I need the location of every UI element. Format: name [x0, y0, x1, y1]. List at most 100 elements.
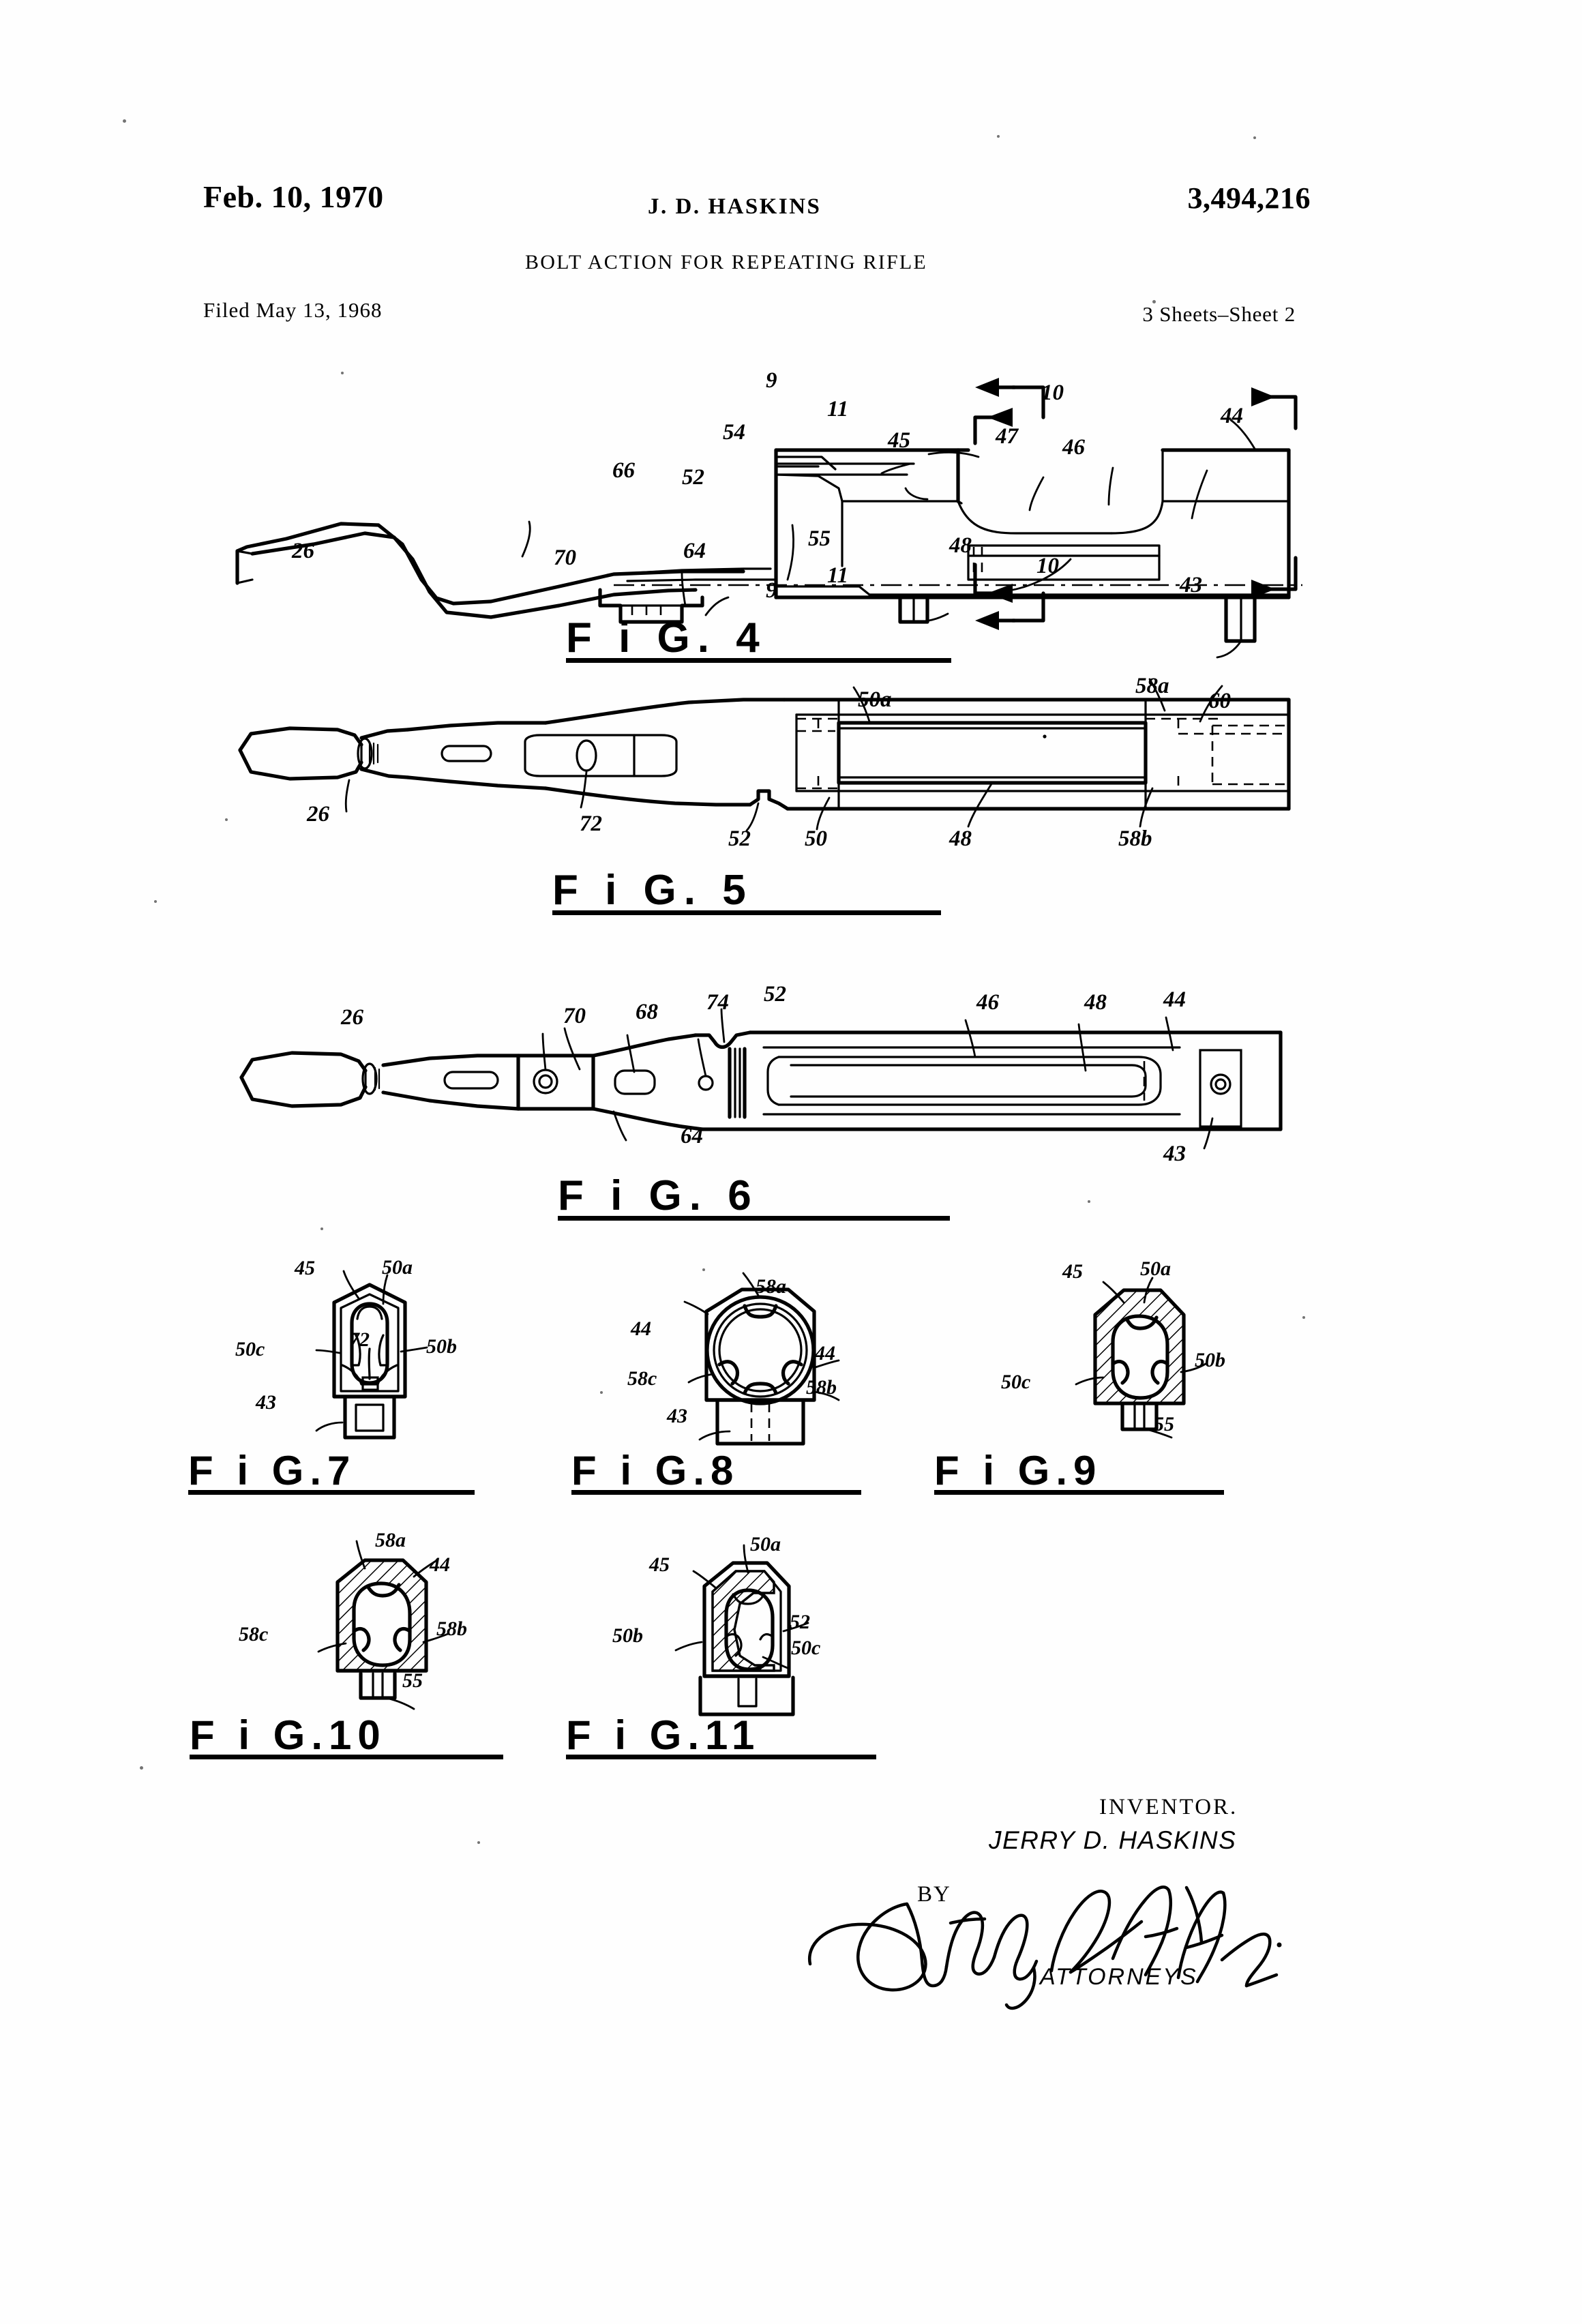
ref-numeral: 50b: [1195, 1349, 1225, 1371]
ref-numeral: 64: [683, 539, 706, 563]
figure-5-drawing: [238, 678, 1291, 832]
ref-numeral: 68: [636, 1000, 658, 1024]
ref-numeral: 55: [402, 1669, 423, 1692]
ref-numeral: 58a: [1135, 674, 1169, 698]
ref-numeral: 52: [728, 826, 751, 851]
ref-numeral: 58b: [1118, 826, 1152, 851]
scan-speck: [225, 818, 228, 821]
ref-numeral: 50a: [858, 687, 892, 712]
ref-numeral: 9: [766, 578, 777, 603]
ref-numeral: 44: [631, 1317, 651, 1340]
ref-numeral: 70: [554, 546, 576, 570]
ref-numeral: 45: [295, 1257, 315, 1279]
ref-numeral: 48: [1084, 990, 1107, 1015]
sheet-indicator: 3 Sheets–Sheet 2: [1142, 302, 1296, 326]
ref-numeral: 55: [808, 526, 831, 551]
inventor-header: J. D. HASKINS: [648, 194, 822, 219]
caption-underline: [190, 1755, 503, 1759]
figure-8-drawing: [683, 1272, 840, 1446]
ref-numeral: 58c: [239, 1623, 269, 1645]
ref-numeral: 50b: [612, 1624, 643, 1647]
scan-speck: [1088, 1200, 1090, 1203]
ref-numeral: 9: [766, 368, 777, 393]
caption-underline: [188, 1490, 475, 1495]
ref-numeral: 50a: [750, 1533, 781, 1555]
ref-numeral: 58b: [806, 1376, 837, 1399]
ref-numeral: 50c: [1001, 1371, 1031, 1393]
ref-numeral: 50b: [426, 1335, 457, 1358]
scan-speck: [341, 372, 344, 374]
figure-11-caption-text: F i G.11: [566, 1712, 761, 1758]
caption-underline: [552, 910, 941, 915]
scan-speck: [477, 1841, 480, 1844]
scan-speck: [750, 266, 753, 269]
ref-numeral: 60: [1208, 689, 1231, 713]
ref-numeral: 44: [815, 1342, 835, 1365]
figure-4-drawing: [235, 378, 1302, 739]
figure-7-drawing: [315, 1270, 428, 1440]
section-marker-11-top: [973, 408, 1013, 445]
ref-numeral: 66: [612, 458, 635, 483]
figure-9-caption: F i G.9: [934, 1447, 1224, 1495]
figure-9-caption-text: F i G.9: [934, 1448, 1103, 1493]
ref-numeral: 11: [827, 397, 849, 421]
ref-numeral: 26: [292, 539, 314, 563]
scan-speck: [154, 900, 157, 903]
ref-numeral: 45: [1062, 1260, 1083, 1283]
ref-numeral: 54: [723, 420, 745, 445]
ref-numeral: 45: [649, 1553, 670, 1576]
scan-speck: [123, 119, 126, 123]
figure-6-drawing: [239, 1008, 1283, 1150]
ref-numeral: 10: [1041, 381, 1064, 405]
figure-10-drawing: [317, 1540, 449, 1710]
figure-9-drawing: [1075, 1277, 1207, 1439]
ref-numeral: 43: [1163, 1142, 1186, 1166]
ref-numeral: 26: [307, 802, 329, 826]
figure-5-caption: F i G. 5: [552, 866, 941, 915]
ref-numeral: 44: [1163, 987, 1186, 1012]
ref-numeral: 70: [563, 1004, 586, 1028]
patent-title: BOLT ACTION FOR REPEATING RIFLE: [525, 251, 927, 273]
ref-numeral: 50c: [791, 1637, 821, 1659]
attorneys-label: ATTORNEYS: [1040, 1964, 1198, 1990]
filing-date: Filed May 13, 1968: [203, 298, 383, 322]
ref-numeral: 58b: [436, 1618, 467, 1640]
ref-numeral: 72: [580, 811, 602, 836]
ref-numeral: 50a: [1140, 1257, 1171, 1280]
scan-speck: [320, 1227, 323, 1230]
ref-numeral: 52: [682, 465, 704, 490]
ref-numeral: 58a: [375, 1529, 406, 1551]
ref-numeral: 50a: [382, 1256, 413, 1279]
ref-numeral: 44: [1221, 404, 1243, 428]
by-label: BY: [917, 1882, 951, 1907]
ref-numeral: 48: [949, 533, 972, 558]
ref-numeral: 43: [1180, 573, 1202, 597]
caption-underline: [558, 1216, 950, 1221]
figure-11-drawing: [674, 1544, 809, 1716]
ref-numeral: 64: [681, 1124, 703, 1148]
ref-numeral: 11: [827, 563, 849, 588]
figure-11-caption: F i G.11: [566, 1712, 876, 1759]
scan-speck: [702, 1268, 705, 1271]
scan-speck: [140, 1766, 143, 1770]
caption-underline: [571, 1490, 861, 1495]
inventor-name: JERRY D. HASKINS: [989, 1826, 1237, 1854]
section-marker-11-bottom: [973, 563, 1013, 603]
caption-underline: [934, 1490, 1224, 1495]
figure-10-caption-text: F i G.10: [190, 1712, 387, 1758]
section-marker-9-bottom: [975, 591, 1045, 630]
ref-numeral: 47: [996, 424, 1018, 449]
scan-speck: [1253, 136, 1256, 139]
scan-speck: [997, 135, 1000, 138]
ref-numeral: 72: [349, 1328, 370, 1351]
scan-speck: [1302, 1316, 1305, 1319]
ref-numeral: 43: [256, 1391, 276, 1414]
ref-numeral: 52: [764, 982, 786, 1007]
figure-6-caption: F i G. 6: [558, 1172, 950, 1221]
ref-numeral: 50c: [235, 1338, 265, 1360]
ref-numeral: 46: [976, 990, 999, 1015]
ref-numeral: 44: [430, 1553, 450, 1576]
caption-underline: [566, 1755, 876, 1759]
ref-numeral: 48: [949, 826, 972, 851]
